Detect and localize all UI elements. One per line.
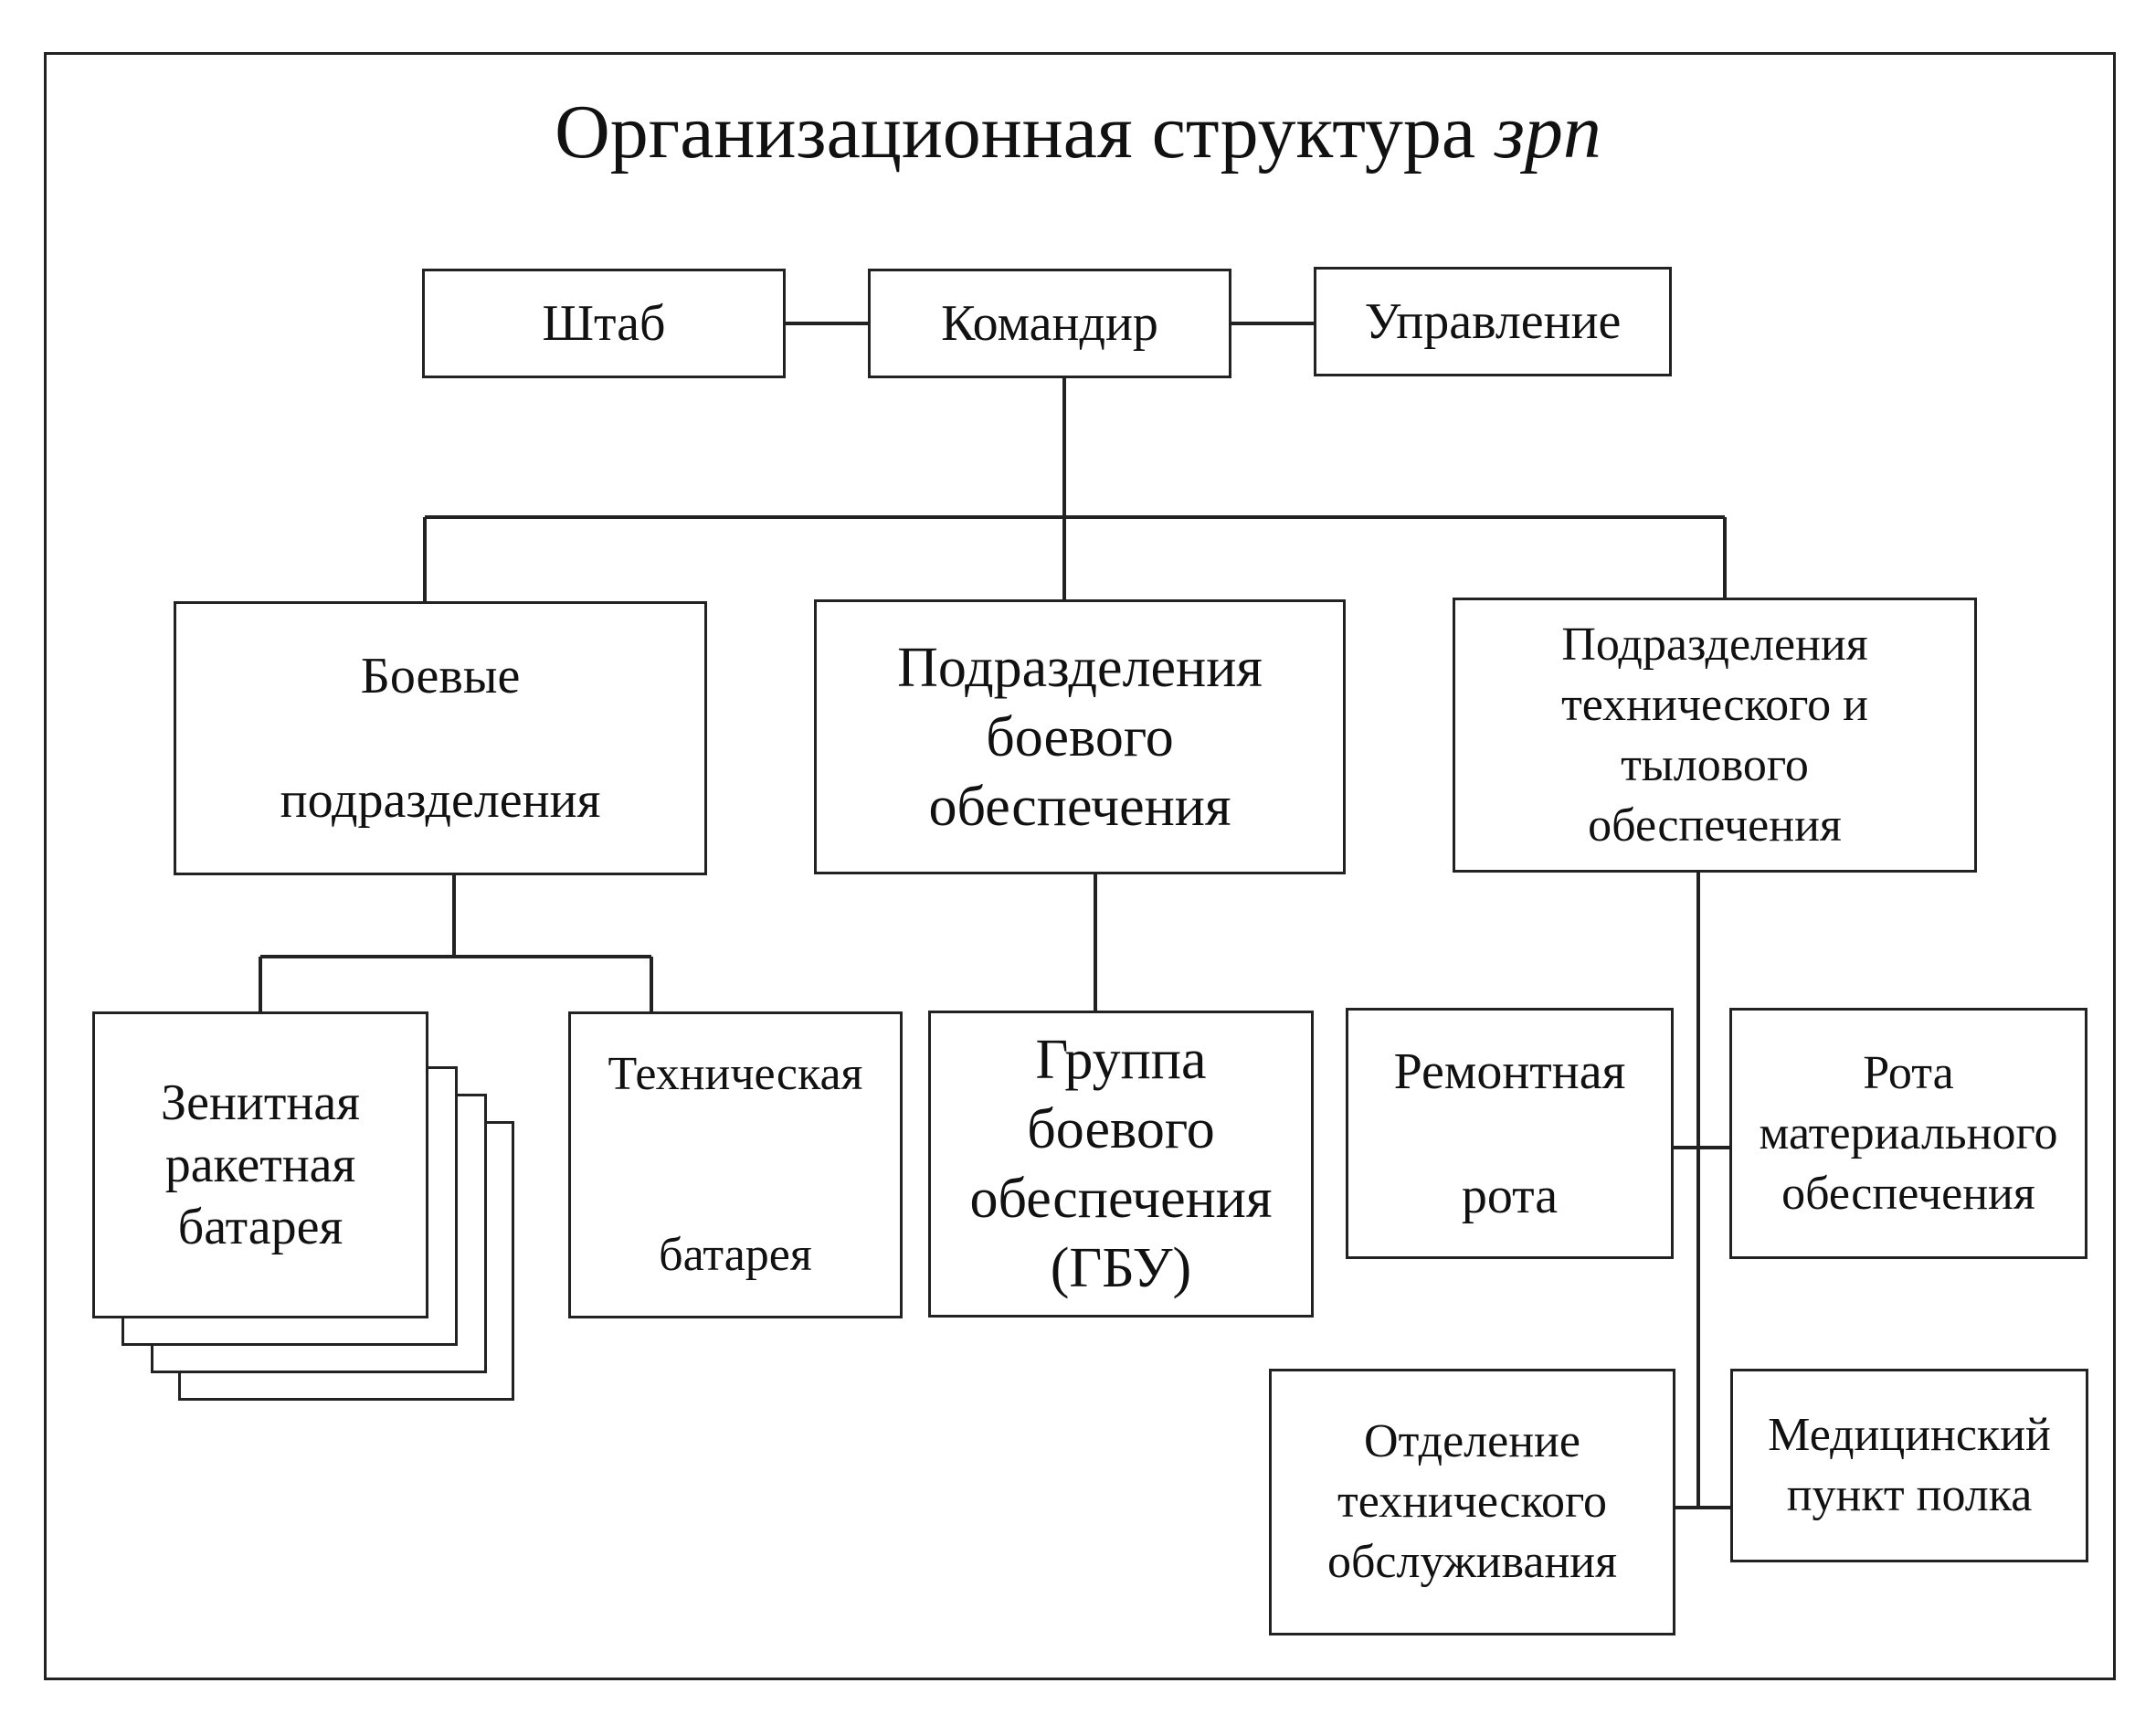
medical-post-label: Медицинский пункт полка <box>1768 1409 2051 1521</box>
support-group-label: Группа боевого обеспечения (ГБУ) <box>969 1029 1273 1299</box>
diagram-frame <box>44 52 2116 1680</box>
management-box: Управление <box>1314 267 1672 376</box>
supply-company-box: Рота материального обеспечения <box>1729 1008 2087 1259</box>
tech-battery-label: Техническая батарея <box>608 1048 863 1281</box>
combat-divisions-label: Боевые подразделения <box>280 648 601 829</box>
tech-rear-divisions-label: Подразделения технического и тылового об… <box>1561 618 1868 852</box>
commander-box: Командир <box>868 269 1231 378</box>
hq-label: Штаб <box>542 295 666 352</box>
repair-company-label: Ремонтная рота <box>1393 1043 1626 1224</box>
hq-box: Штаб <box>422 269 786 378</box>
commander-label: Командир <box>941 295 1158 352</box>
title-main: Организационная структура <box>555 90 1476 175</box>
maintenance-dept-label: Отделение технического обслуживания <box>1326 1415 1618 1588</box>
title-italic: зрп <box>1495 90 1601 175</box>
aa-battery-label: Зенитная ракетная батарея <box>161 1074 360 1255</box>
support-group-box: Группа боевого обеспечения (ГБУ) <box>928 1011 1314 1318</box>
tech-rear-divisions-box: Подразделения технического и тылового об… <box>1453 598 1977 873</box>
combat-support-divisions-box: Подразделения боевого обеспечения <box>814 599 1346 874</box>
repair-company-box: Ремонтная рота <box>1346 1008 1674 1259</box>
management-label: Управление <box>1364 293 1622 350</box>
medical-post-box: Медицинский пункт полка <box>1730 1369 2088 1562</box>
tech-battery-box: Техническая батарея <box>568 1011 903 1318</box>
supply-company-label: Рота материального обеспечения <box>1759 1046 2058 1220</box>
combat-support-divisions-label: Подразделения боевого обеспечения <box>897 636 1263 838</box>
aa-battery-box: Зенитная ракетная батарея <box>92 1011 428 1318</box>
maintenance-dept-box: Отделение технического обслуживания <box>1269 1369 1675 1635</box>
combat-divisions-box: Боевые подразделения <box>174 601 707 875</box>
diagram-title: Организационная структура зрп <box>0 87 2156 178</box>
